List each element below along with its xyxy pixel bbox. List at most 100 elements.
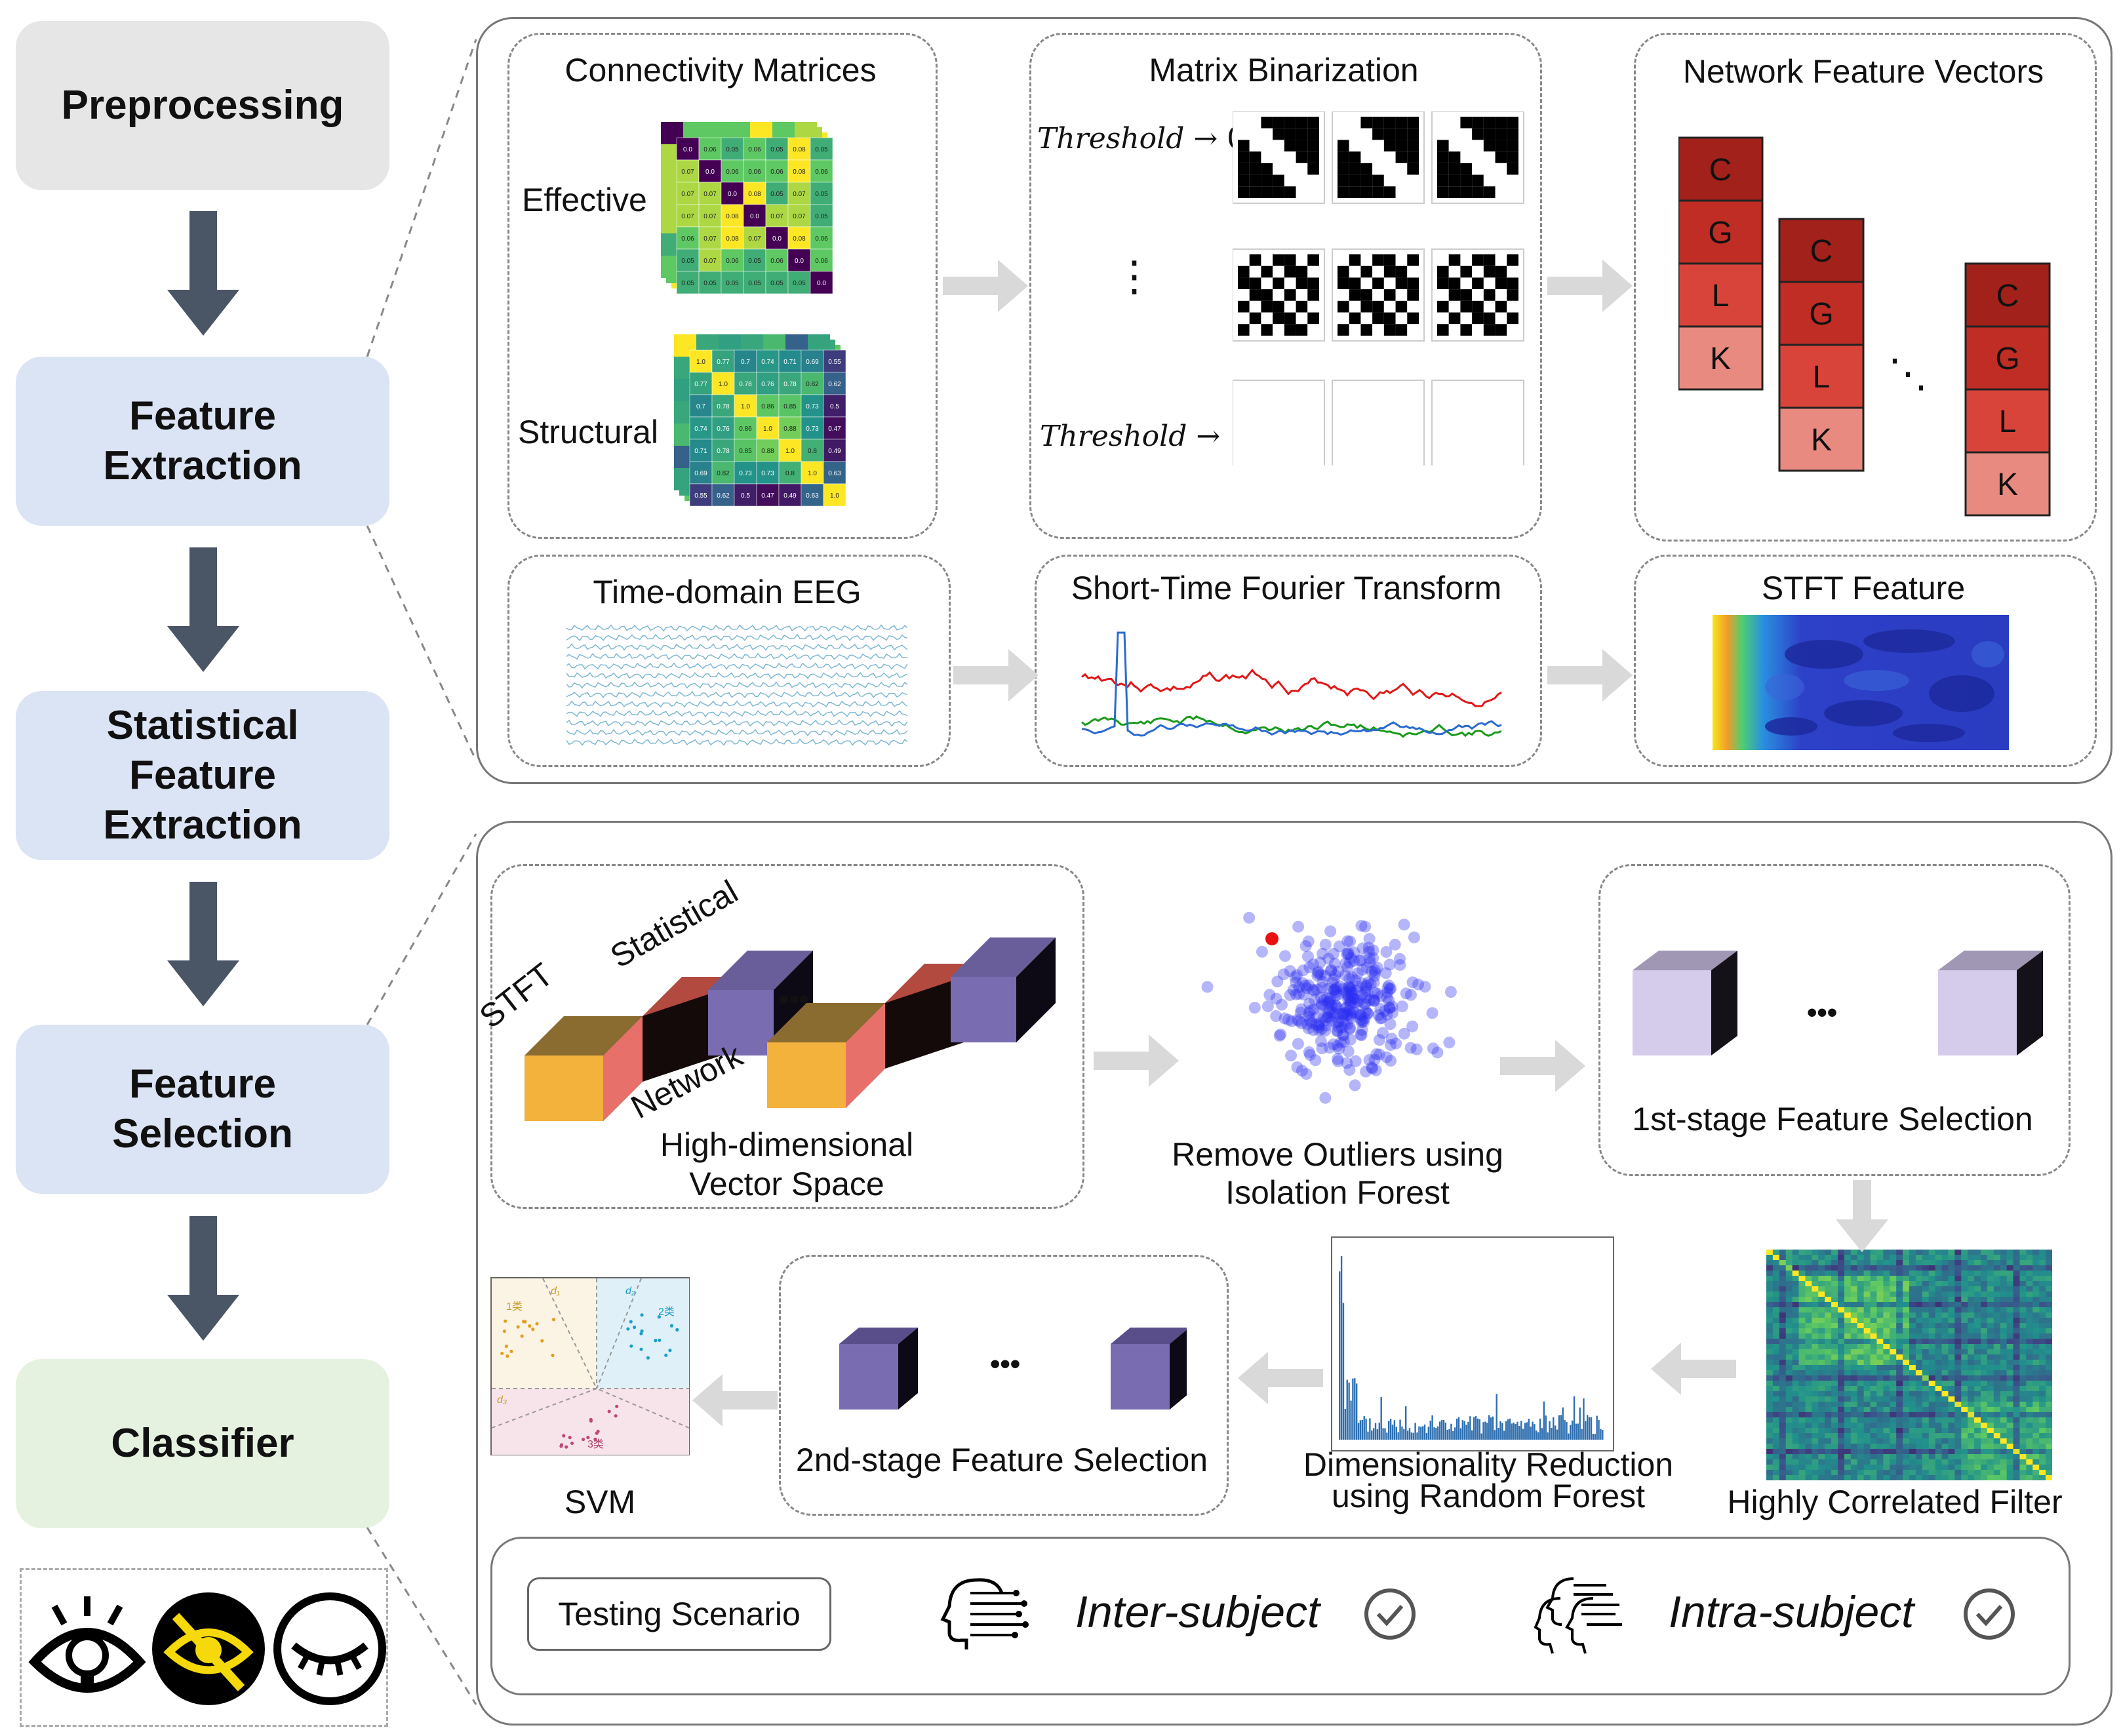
- corr-cell: [1883, 1292, 1890, 1297]
- corr-cell: [1779, 1250, 1787, 1255]
- corr-cell: [1805, 1307, 1812, 1313]
- corr-cell: [1948, 1271, 1955, 1276]
- svm-point: [654, 1339, 658, 1343]
- corr-cell: [2046, 1344, 2052, 1350]
- heatmap-cell-value: 0.05: [815, 213, 828, 220]
- corr-cell: [1825, 1396, 1832, 1402]
- corr-cell: [1863, 1328, 1871, 1334]
- corr-cell: [1850, 1412, 1858, 1418]
- scatter-point: [1372, 1009, 1385, 1021]
- corr-cell: [2006, 1265, 2014, 1271]
- scatter-point: [1364, 956, 1376, 968]
- binary-cell: [1407, 289, 1419, 301]
- corr-cell: [1968, 1423, 1975, 1429]
- corr-cell: [1928, 1402, 1936, 1408]
- corr-cell: [1876, 1286, 1884, 1292]
- importance-bar: [1553, 1417, 1555, 1440]
- corr-cell: [1896, 1307, 1903, 1313]
- svm-point: [646, 1356, 650, 1360]
- corr-cell: [1961, 1302, 1968, 1308]
- binary-cell: [1284, 128, 1296, 140]
- corr-cell: [1961, 1407, 1968, 1413]
- corr-cell: [1766, 1475, 1774, 1480]
- heatmap-cell-value: 0.07: [748, 235, 761, 243]
- corr-cell: [1961, 1260, 1968, 1266]
- corr-cell: [1798, 1260, 1806, 1266]
- scatter-point: [1390, 1037, 1402, 1050]
- importance-bar: [1369, 1418, 1371, 1440]
- corr-cell: [2013, 1307, 2020, 1313]
- corr-cell: [2026, 1360, 2033, 1366]
- importance-bar: [1478, 1419, 1480, 1440]
- binary-cell: [1249, 163, 1261, 175]
- scatter-point: [1341, 993, 1354, 1005]
- corr-cell: [1935, 1407, 1943, 1413]
- corr-cell: [1863, 1312, 1871, 1318]
- corr-cell: [1987, 1417, 1994, 1423]
- importance-bar: [1558, 1415, 1560, 1440]
- corr-cell: [1928, 1465, 1936, 1470]
- corr-cell: [1903, 1292, 1910, 1297]
- corr-cell: [1909, 1271, 1916, 1276]
- corr-cell: [1974, 1428, 1981, 1434]
- corr-cell: [1948, 1286, 1955, 1292]
- corr-cell: [1876, 1292, 1884, 1297]
- first-stage-cubes: [1633, 951, 2043, 1055]
- corr-cell: [1968, 1386, 1975, 1392]
- corr-cell: [1831, 1438, 1838, 1444]
- corr-cell: [1987, 1333, 1994, 1339]
- corr-cell: [1818, 1302, 1825, 1308]
- corr-cell: [1785, 1260, 1793, 1266]
- corr-cell: [1785, 1281, 1793, 1287]
- scatter-point: [1366, 966, 1378, 978]
- corr-cell: [1922, 1339, 1930, 1345]
- heatmap-cell-value: 1.0: [763, 425, 772, 433]
- binary-cell: [1483, 289, 1496, 301]
- corr-cell: [1928, 1354, 1936, 1360]
- corr-cell: [2019, 1297, 2027, 1303]
- corr-cell: [1844, 1375, 1852, 1381]
- binary-cell: [1238, 186, 1250, 198]
- corr-cell: [1909, 1375, 1916, 1381]
- corr-cell: [1948, 1438, 1955, 1444]
- corr-cell: [1857, 1396, 1865, 1402]
- heatmap-cell-value: 0.0: [750, 213, 759, 220]
- corr-cell: [1805, 1428, 1812, 1434]
- corr-cell: [1863, 1344, 1871, 1350]
- corr-cell: [1903, 1402, 1910, 1408]
- corr-cell: [1863, 1391, 1871, 1397]
- corr-cell: [1857, 1292, 1865, 1297]
- corr-cell: [2026, 1292, 2033, 1297]
- corr-cell: [1890, 1365, 1897, 1371]
- corr-cell: [1870, 1333, 1877, 1339]
- svm-class3-label: 3类: [587, 1438, 604, 1450]
- binary-cell: [1448, 277, 1461, 290]
- corr-cell: [1954, 1459, 1962, 1465]
- corr-cell: [1779, 1375, 1787, 1381]
- scatter-point: [1341, 935, 1354, 947]
- importance-bar: [1499, 1421, 1501, 1440]
- scatter-point: [1319, 938, 1332, 951]
- corr-cell: [1772, 1307, 1780, 1313]
- network-feature-cell: [1678, 262, 1764, 328]
- corr-cell: [1993, 1470, 2001, 1476]
- binary-cell: [1383, 277, 1396, 290]
- corr-cell: [1909, 1292, 1916, 1297]
- scatter-point: [1301, 1018, 1314, 1031]
- heatmap-cell: [823, 349, 846, 373]
- testing-scenario-bar: [490, 1537, 2071, 1695]
- corr-cell: [1890, 1302, 1897, 1308]
- binary-cell: [1261, 254, 1273, 266]
- corr-cell: [1844, 1423, 1852, 1429]
- corr-cell: [2013, 1349, 2020, 1355]
- corr-cell: [1961, 1354, 1968, 1360]
- corr-cell: [2019, 1307, 2027, 1313]
- corr-cell: [1896, 1312, 1903, 1318]
- corr-cell: [1857, 1402, 1865, 1408]
- corr-cell: [1993, 1271, 2001, 1276]
- svm-point: [593, 1437, 597, 1441]
- binary-cell: [1372, 312, 1384, 325]
- corr-cell: [1941, 1250, 1949, 1255]
- corr-cell: [1876, 1465, 1884, 1470]
